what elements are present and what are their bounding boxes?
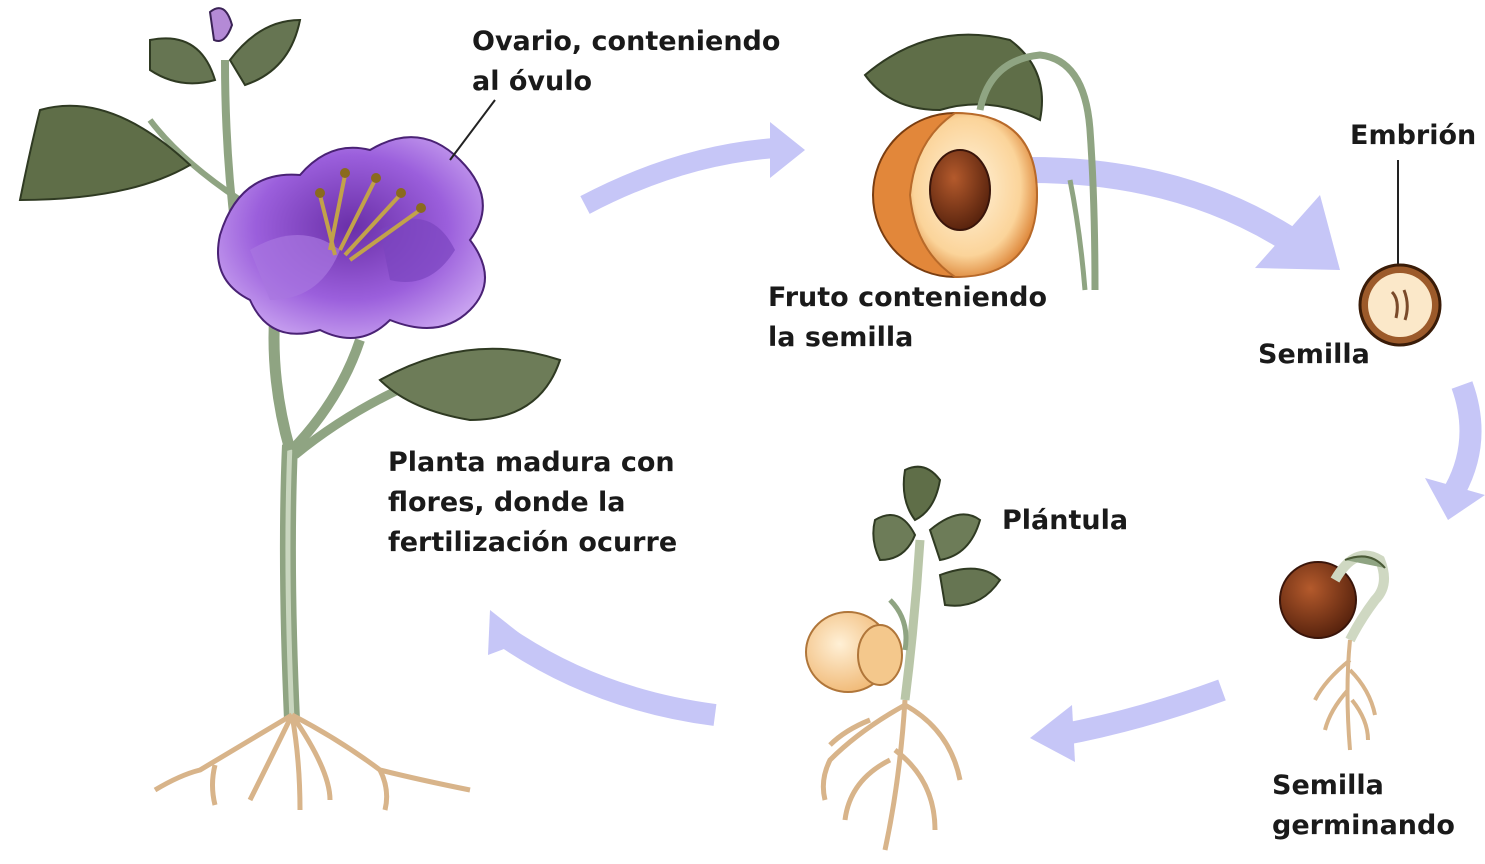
seed-label-text: Semilla <box>1258 335 1370 375</box>
ovary-label-line-2: al óvulo <box>472 62 780 102</box>
mature-plant-label: Planta madura con flores, donde la ferti… <box>388 443 677 563</box>
seedling-label-text: Plántula <box>1002 501 1128 541</box>
mature-plant-label-line-2: flores, donde la <box>388 483 677 523</box>
germinating-label-line-1: Semilla <box>1272 766 1455 806</box>
mature-plant-label-line-3: fertilización ocurre <box>388 523 677 563</box>
fruit-label: Fruto conteniendo la semilla <box>768 278 1047 358</box>
ovary-label: Ovario, conteniendo al óvulo <box>472 22 780 102</box>
embryo-label: Embrión <box>1350 116 1476 156</box>
arrow-seedling-to-plant <box>488 610 715 715</box>
germinating-seed-illustration <box>1280 556 1385 751</box>
seedling-label: Plántula <box>1002 501 1128 541</box>
ovary-label-line-1: Ovario, conteniendo <box>472 22 780 62</box>
germinating-label-line-2: germinando <box>1272 806 1455 846</box>
arrow-seed-to-germinating <box>1425 385 1485 520</box>
fruit-label-line-2: la semilla <box>768 318 1047 358</box>
embryo-label-text: Embrión <box>1350 116 1476 156</box>
seed-illustration <box>1360 160 1440 345</box>
germinating-seed-label: Semilla germinando <box>1272 766 1455 846</box>
mature-plant-illustration <box>20 8 560 810</box>
arrow-germinating-to-seedling <box>1030 690 1222 762</box>
seedling-illustration <box>806 467 1000 850</box>
seed-label: Semilla <box>1258 335 1370 375</box>
arrow-plant-to-fruit <box>585 122 805 205</box>
fruit-label-line-1: Fruto conteniendo <box>768 278 1047 318</box>
mature-plant-label-line-1: Planta madura con <box>388 443 677 483</box>
